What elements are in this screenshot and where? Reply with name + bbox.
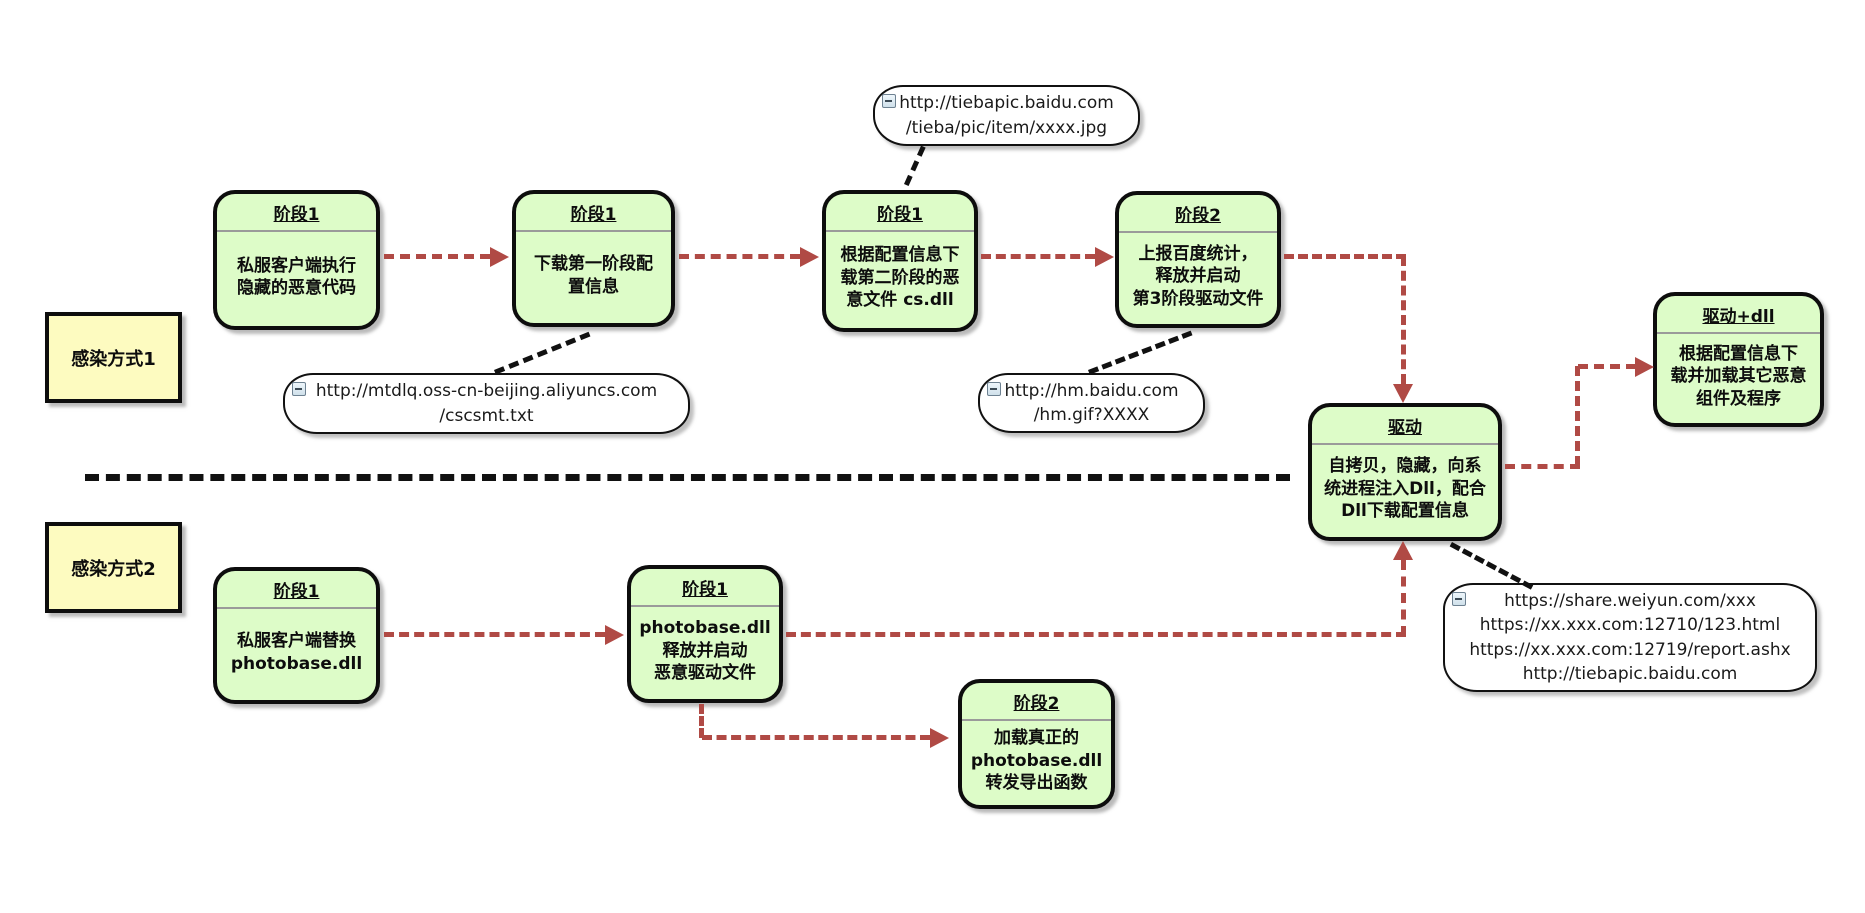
state-title: 阶段1: [826, 194, 974, 232]
state-title: 阶段1: [631, 569, 779, 607]
state-box-stage2-load-real-photobase: 阶段2 加载真正的 photobase.dll 转发导出函数: [958, 679, 1115, 809]
arrow-stage1c-to-stage2-line: [981, 254, 1095, 259]
state-title: 阶段2: [1119, 195, 1277, 233]
note-hm-baidu-url: http://hm.baidu.com /hm.gif?XXXX: [978, 373, 1205, 433]
arrowhead-right-icon: [1095, 247, 1114, 267]
state-title: 阶段1: [217, 571, 376, 609]
state-body: 私服客户端执行 隐藏的恶意代码: [237, 255, 356, 298]
state-body: 下载第一阶段配 置信息: [534, 254, 653, 297]
note-tiebapic-url: http://tiebapic.baidu.com /tieba/pic/ite…: [873, 85, 1140, 146]
state-box-stage1-download-csdll: 阶段1 根据配置信息下 载第二阶段的恶 意文件 cs.dll: [822, 190, 978, 332]
note-connector-mtdlq: [494, 331, 591, 375]
arrowhead-right-icon: [800, 247, 819, 267]
note-text: http://tiebapic.baidu.com /tieba/pic/ite…: [899, 93, 1114, 138]
state-box-stage1-replace-photobase: 阶段1 私服客户端替换 photobase.dll: [213, 567, 380, 704]
note-connector-tiebapic: [904, 145, 926, 187]
state-title: 阶段2: [962, 683, 1111, 721]
state-box-driver-dll: 驱动+dll 根据配置信息下 载并加载其它恶意 组件及程序: [1653, 292, 1824, 427]
arrow-driver-to-driverdll-hline1: [1505, 464, 1580, 469]
arrow-replace-to-photobase-line: [384, 632, 605, 637]
lane-label-infection-1: 感染方式1: [45, 312, 182, 403]
arrow-stage2-to-driver-hline: [1284, 254, 1406, 259]
arrowhead-right-icon: [1635, 357, 1654, 377]
state-body: 加载真正的 photobase.dll 转发导出函数: [970, 728, 1103, 794]
lane-divider-line: [85, 474, 1290, 481]
state-title: 驱动: [1312, 407, 1498, 445]
arrow-driver-to-driverdll-hline2: [1578, 364, 1636, 369]
state-title: 阶段1: [217, 194, 376, 232]
state-body: photobase.dll 释放并启动 恶意驱动文件: [639, 618, 771, 684]
note-collapse-icon: [1452, 592, 1466, 606]
lane-label-infection-2: 感染方式2: [45, 522, 182, 613]
arrow-stage1-to-stage1b-line: [384, 254, 490, 259]
state-body: 根据配置信息下 载第二阶段的恶 意文件 cs.dll: [840, 245, 960, 311]
state-box-stage1-photobase-launch: 阶段1 photobase.dll 释放并启动 恶意驱动文件: [627, 565, 783, 703]
note-text: http://hm.baidu.com /hm.gif?XXXX: [1004, 380, 1179, 425]
state-title: 阶段1: [516, 194, 671, 232]
state-title: 驱动+dll: [1657, 296, 1820, 334]
state-body: 自拷贝，隐藏，向系 统进程注入Dll，配合 Dll下载配置信息: [1324, 456, 1486, 522]
state-box-stage1-download-config: 阶段1 下载第一阶段配 置信息: [512, 190, 675, 327]
state-box-stage1-exec-code: 阶段1 私服客户端执行 隐藏的恶意代码: [213, 190, 380, 330]
state-body: 私服客户端替换 photobase.dll: [230, 631, 363, 674]
state-body: 根据配置信息下 载并加载其它恶意 组件及程序: [1670, 343, 1807, 409]
note-text: https://share.weiyun.com/xxx https://xx.…: [1469, 591, 1791, 684]
arrow-photobase-to-driver-hline: [786, 632, 1406, 637]
arrowhead-down-icon: [1393, 384, 1413, 403]
arrowhead-up-icon: [1393, 541, 1413, 560]
arrowhead-right-icon: [490, 247, 509, 267]
note-c2-urls: https://share.weiyun.com/xxx https://xx.…: [1443, 583, 1817, 692]
lane-label-text: 感染方式1: [71, 348, 156, 370]
arrow-photobase-to-stage2b-hline: [702, 735, 930, 740]
note-collapse-icon: [292, 382, 306, 396]
arrow-stage1b-to-stage1c-line: [679, 254, 800, 259]
arrowhead-right-icon: [605, 625, 624, 645]
arrow-stage2-to-driver-vline: [1401, 256, 1406, 384]
note-mtdlq-url: http://mtdlq.oss-cn-beijing.aliyuncs.com…: [283, 373, 690, 434]
note-collapse-icon: [882, 94, 896, 108]
state-body: 上报百度统计， 释放并启动 第3阶段驱动文件: [1132, 243, 1264, 309]
arrow-driver-to-driverdll-vline: [1575, 366, 1580, 466]
note-connector-hm-baidu: [1088, 330, 1193, 375]
note-text: http://mtdlq.oss-cn-beijing.aliyuncs.com…: [315, 381, 658, 426]
state-box-driver: 驱动 自拷贝，隐藏，向系 统进程注入Dll，配合 Dll下载配置信息: [1308, 403, 1502, 541]
arrow-photobase-to-stage2b-vline: [699, 704, 704, 738]
note-collapse-icon: [987, 382, 1001, 396]
arrow-photobase-to-driver-vline: [1401, 560, 1406, 636]
state-box-stage2-report-stats: 阶段2 上报百度统计， 释放并启动 第3阶段驱动文件: [1115, 191, 1281, 328]
arrowhead-right-icon: [930, 728, 949, 748]
lane-label-text: 感染方式2: [71, 558, 156, 580]
